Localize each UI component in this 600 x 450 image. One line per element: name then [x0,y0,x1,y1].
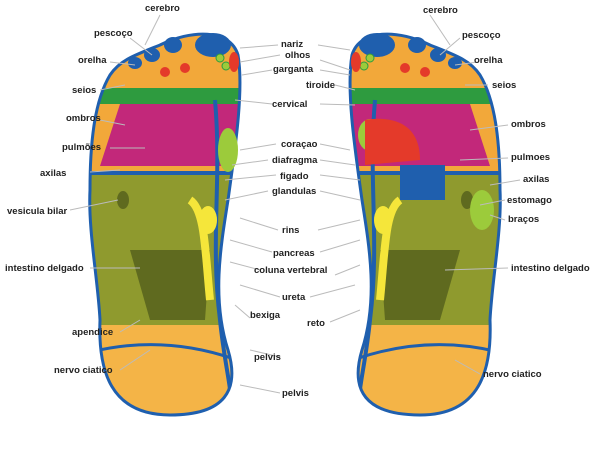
label-olhos: olhos [285,50,311,61]
left-kidney [199,206,217,234]
label-cerebro-right: cerebro [423,5,458,16]
left-lung-area [218,128,238,172]
leader-lines [69,14,521,394]
label-seios-right: seios [492,80,517,91]
right-kidney [374,206,392,234]
label-pulmoes-right: pulmoes [511,152,551,163]
label-garganta: garganta [273,64,314,75]
label-diafragma: diafragma [272,155,318,166]
label-pulmoes-left: pulmões [62,142,102,153]
label-pescoco-left: pescoço [94,28,133,39]
label-nervo-ciatico-left: nervo ciatico [54,365,113,376]
label-figado: figado [280,171,309,182]
label-bracos: braços [508,214,540,225]
label-reto: reto [307,318,325,329]
label-bexiga: bexiga [250,310,281,321]
label-axilas-left: axilas [40,168,67,179]
arm-area [470,190,494,230]
label-intestino-delgado-right: intestino delgado [511,263,590,274]
label-coracao: coraçao [281,139,318,150]
label-nervo-ciatico-right: nervo ciatico [483,369,542,380]
label-pancreas: pancreas [273,248,315,259]
label-orelha-left: orelha [78,55,107,66]
label-rins: rins [282,225,300,236]
label-pescoco-right: pescoço [462,30,501,41]
label-cervical: cervical [272,99,308,110]
label-tiroide: tiroide [306,80,336,91]
label-ombros-right: ombros [511,119,546,130]
label-cerebro-left: cerebro [145,3,180,14]
label-intestino-delgado-left: intestino delgado [5,263,84,274]
label-ombros-left: ombros [66,113,101,124]
label-pelvis-1: pelvis [254,352,281,363]
label-apendice: apendice [72,327,114,338]
label-vesicula-bilar: vesicula bilar [7,206,68,217]
label-glandulas: glandulas [272,186,317,197]
label-nariz: nariz [281,39,304,50]
stomach-area [400,165,445,200]
label-seios-left: seios [72,85,97,96]
label-orelha-right: orelha [474,55,503,66]
label-coluna-vertebral: coluna vertebral [254,265,328,276]
label-estomago: estomago [507,195,552,206]
label-pelvis-2: pelvis [282,388,309,399]
heart-area [365,118,420,165]
label-ureta: ureta [282,292,306,303]
label-axilas-right: axilas [523,174,550,185]
